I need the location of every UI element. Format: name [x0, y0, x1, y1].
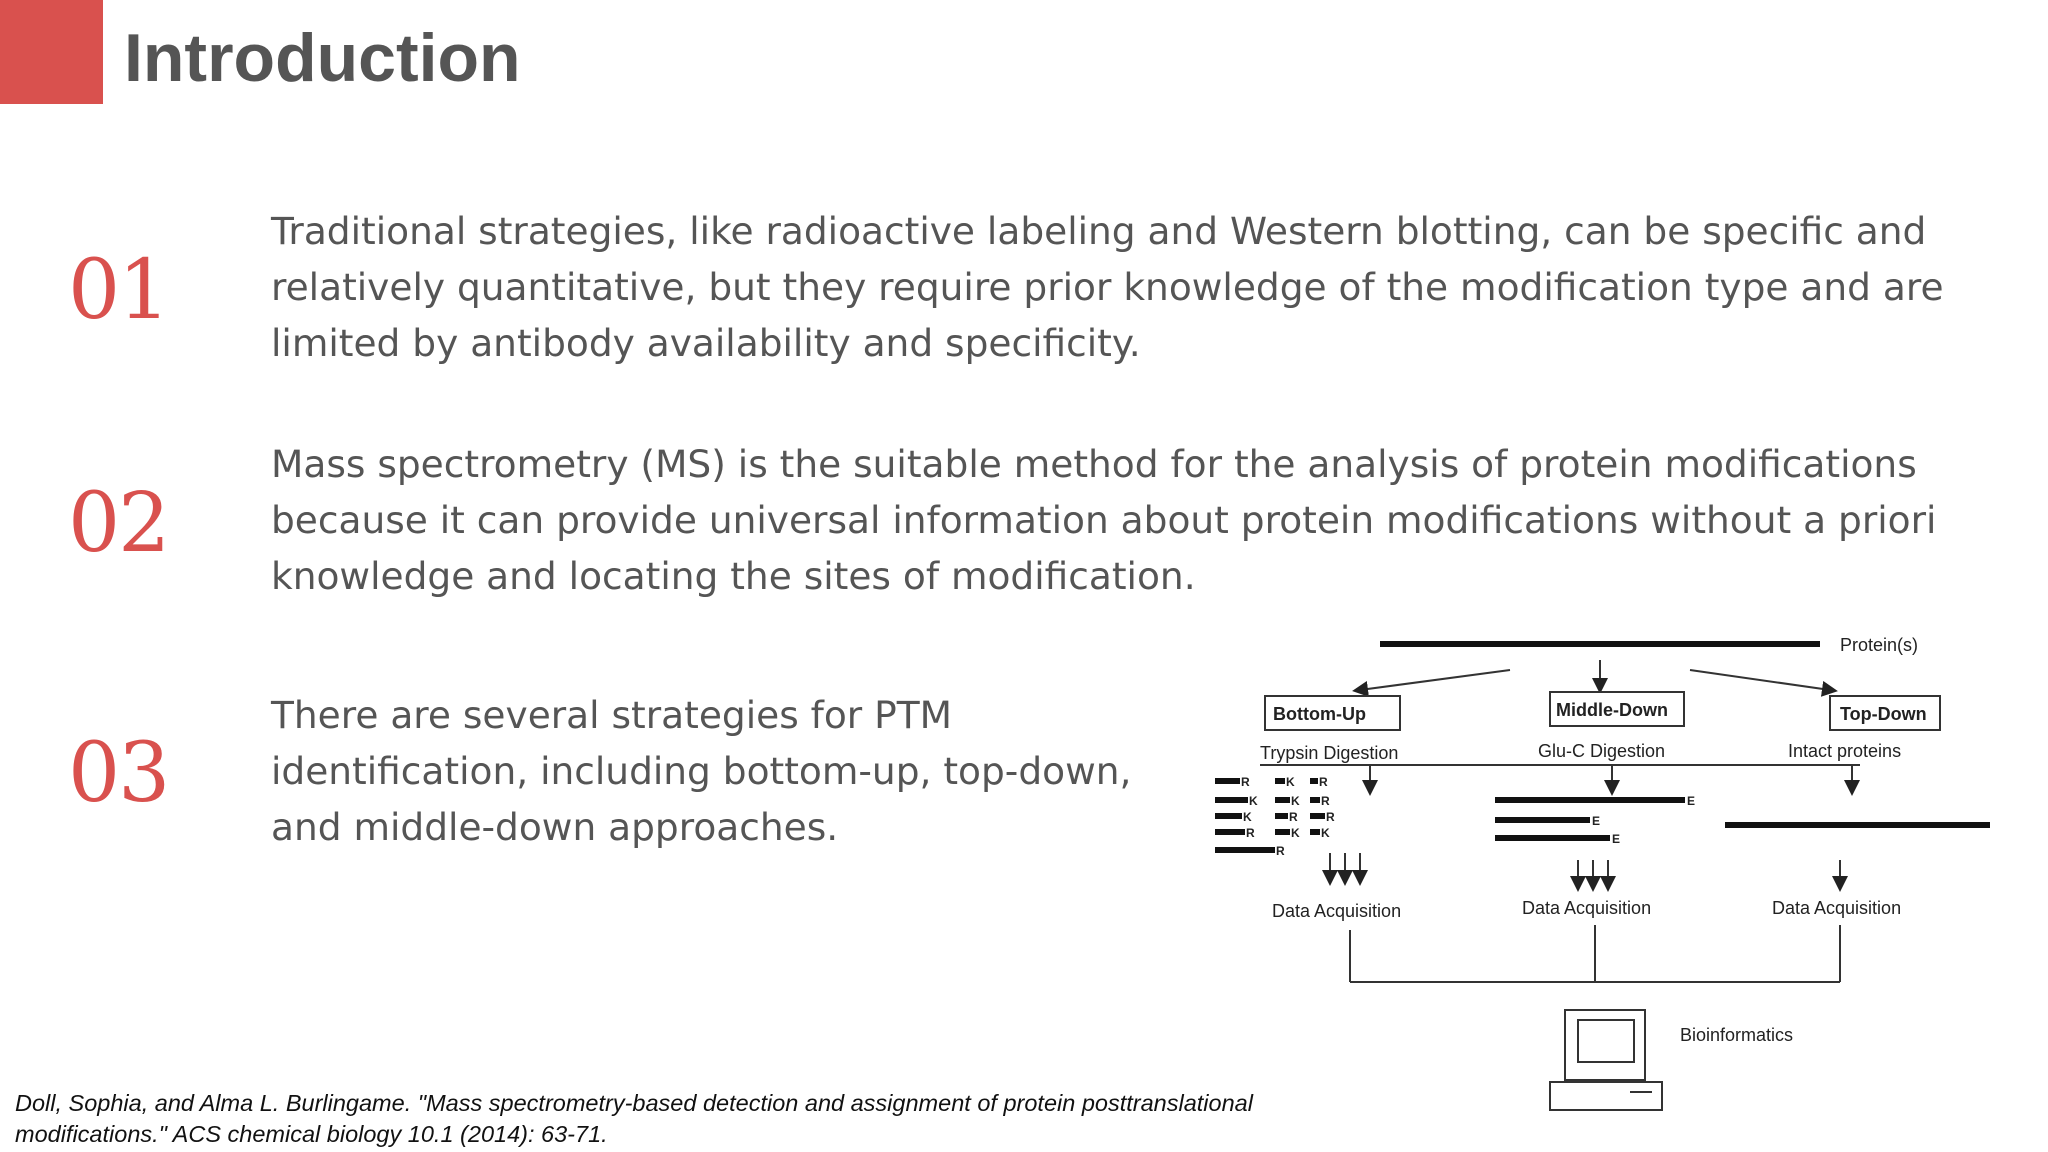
svg-text:K: K	[1243, 810, 1252, 824]
protein-label: Protein(s)	[1840, 635, 1918, 655]
svg-text:E: E	[1687, 794, 1695, 808]
point-text-01: Traditional strategies, like radioactive…	[271, 209, 1944, 365]
middle-down-box	[1549, 691, 1685, 727]
merge-bracket	[1349, 925, 1841, 983]
svg-text:K: K	[1249, 794, 1258, 808]
bottom-up-peptides: R K K R R K R K R R R K K	[1215, 775, 1335, 858]
bottom-up-box	[1264, 695, 1401, 731]
arrow-to-top-down	[1689, 669, 1838, 697]
slide-title: Introduction	[124, 20, 521, 96]
point-number-01: 01	[68, 243, 170, 338]
svg-text:R: R	[1326, 810, 1335, 824]
ptm-strategy-diagram: Protein(s) Bottom-Up Middle-Down Top-Dow…	[1215, 635, 1990, 1111]
citation: Doll, Sophia, and Alma L. Burlingame. "M…	[15, 1090, 1253, 1147]
svg-text:K: K	[1321, 826, 1330, 840]
point-number-03: 03	[68, 726, 170, 821]
middle-down-acquisition: Data Acquisition	[1522, 898, 1651, 918]
svg-text:E: E	[1612, 832, 1620, 846]
top-down-step: Intact proteins	[1788, 741, 1901, 761]
title-accent-block	[0, 0, 103, 104]
bioinformatics-label: Bioinformatics	[1680, 1025, 1793, 1045]
arrow-to-bottom-up	[1352, 669, 1511, 697]
svg-text:K: K	[1291, 794, 1300, 808]
point-number-02: 02	[68, 476, 170, 571]
svg-text:R: R	[1246, 826, 1255, 840]
top-down-acquisition: Data Acquisition	[1772, 898, 1901, 918]
top-down-box	[1829, 695, 1941, 731]
svg-text:R: R	[1319, 775, 1328, 789]
point-text-02: Mass spectrometry (MS) is the suitable m…	[271, 442, 1937, 598]
top-down-label: Top-Down	[1840, 704, 1927, 724]
svg-text:R: R	[1321, 794, 1330, 808]
computer-icon	[1549, 1009, 1663, 1111]
bottom-up-label: Bottom-Up	[1273, 704, 1366, 724]
svg-text:R: R	[1241, 775, 1250, 789]
svg-text:R: R	[1289, 810, 1298, 824]
svg-text:E: E	[1592, 814, 1600, 828]
bottom-up-acquisition: Data Acquisition	[1272, 901, 1401, 921]
svg-text:R: R	[1276, 844, 1285, 858]
middle-down-peptides: E E E	[1495, 794, 1695, 846]
middle-down-step: Glu-C Digestion	[1538, 741, 1665, 761]
svg-text:K: K	[1286, 775, 1295, 789]
middle-down-label: Middle-Down	[1556, 700, 1668, 720]
point-text-03: There are several strategies for PTM ide…	[271, 693, 1132, 849]
svg-text:K: K	[1291, 826, 1300, 840]
bottom-up-step: Trypsin Digestion	[1260, 743, 1398, 763]
